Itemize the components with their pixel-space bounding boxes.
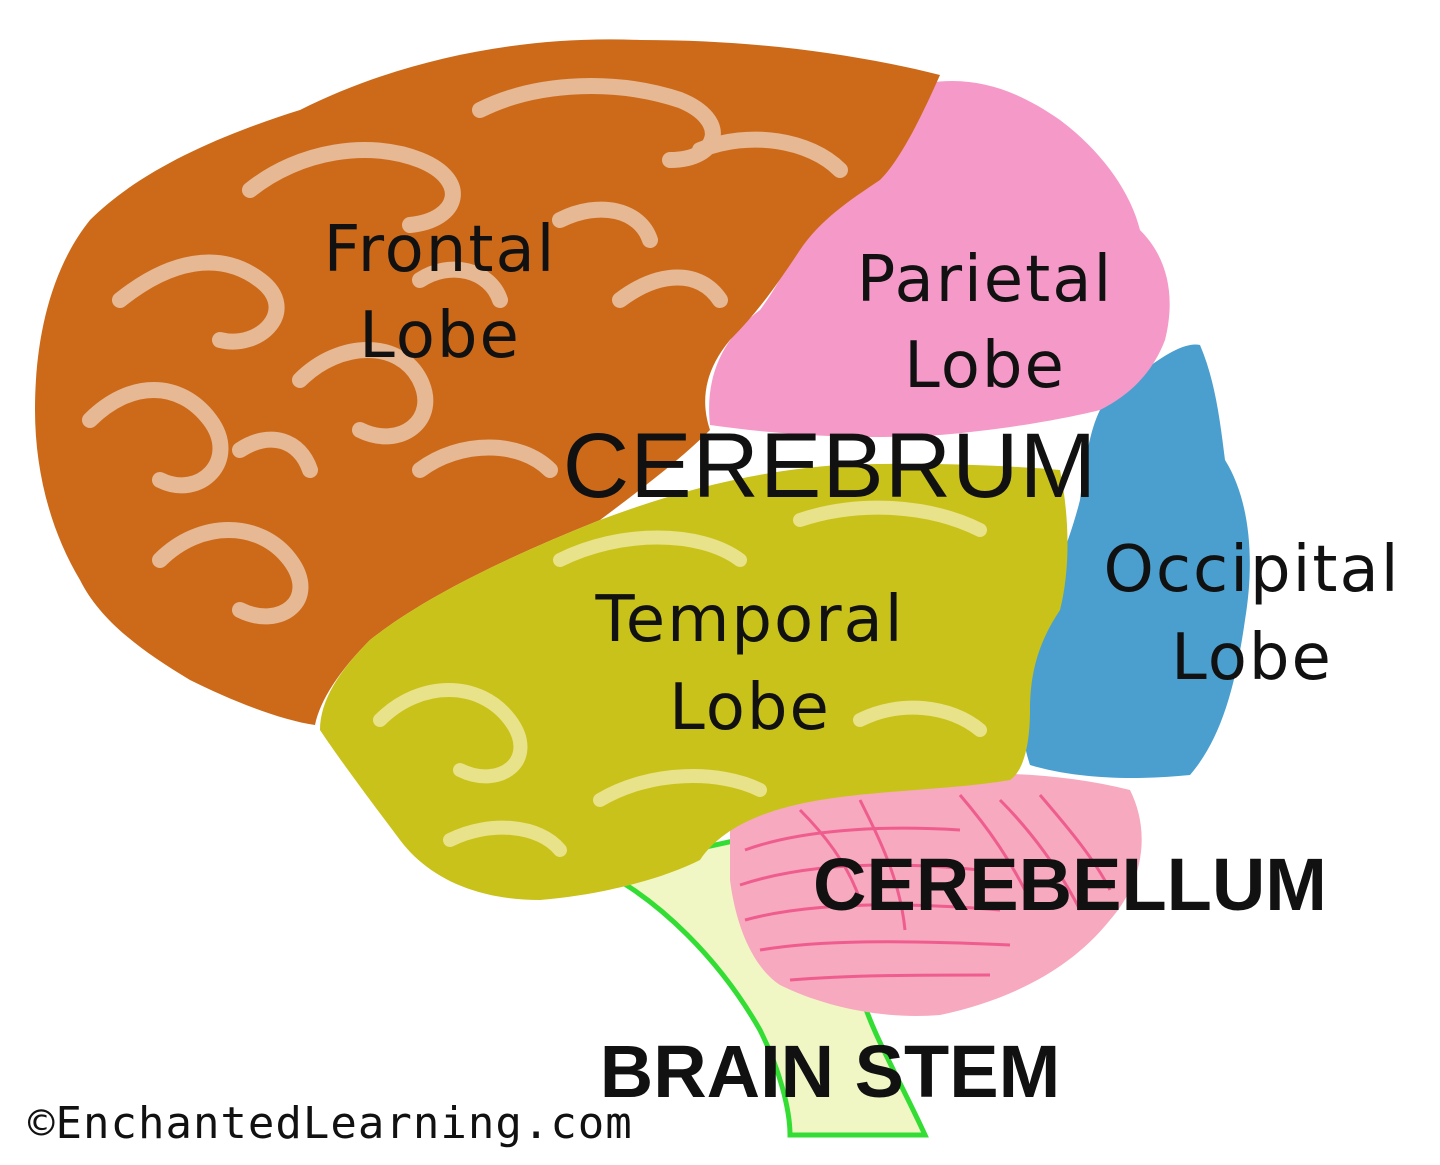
parietal-lobe-region [709, 81, 1170, 437]
occipital-lobe-region [1020, 344, 1250, 778]
cerebellum-label: CEREBELLUM [813, 843, 1327, 926]
temporal-lobe-region [320, 463, 1068, 900]
occipital-lobe-label-line1: Occipital [1103, 533, 1401, 607]
temporal-lobe-label-line2: Lobe [669, 671, 831, 745]
temporal-lobe-label-line1: Temporal [595, 583, 905, 657]
cerebellum-region [730, 773, 1142, 1016]
frontal-lobe-label-line2: Lobe [359, 299, 521, 373]
cerebellum-folia [739, 794, 1112, 982]
frontal-lobe-region [35, 39, 940, 726]
parietal-lobe-label-line2: Lobe [904, 329, 1066, 403]
occipital-lobe-label-line2: Lobe [1171, 621, 1333, 695]
frontal-lobe-label-line1: Frontal [323, 213, 557, 287]
copyright-credit: ©EnchantedLearning.com [28, 1098, 633, 1149]
cerebrum-label: CEREBRUM [562, 415, 1098, 517]
frontal-gyri [82, 78, 848, 625]
parietal-lobe-label-line1: Parietal [856, 243, 1114, 317]
temporal-gyri [373, 500, 987, 857]
brain-stem-label: BRAIN STEM [599, 1030, 1061, 1113]
